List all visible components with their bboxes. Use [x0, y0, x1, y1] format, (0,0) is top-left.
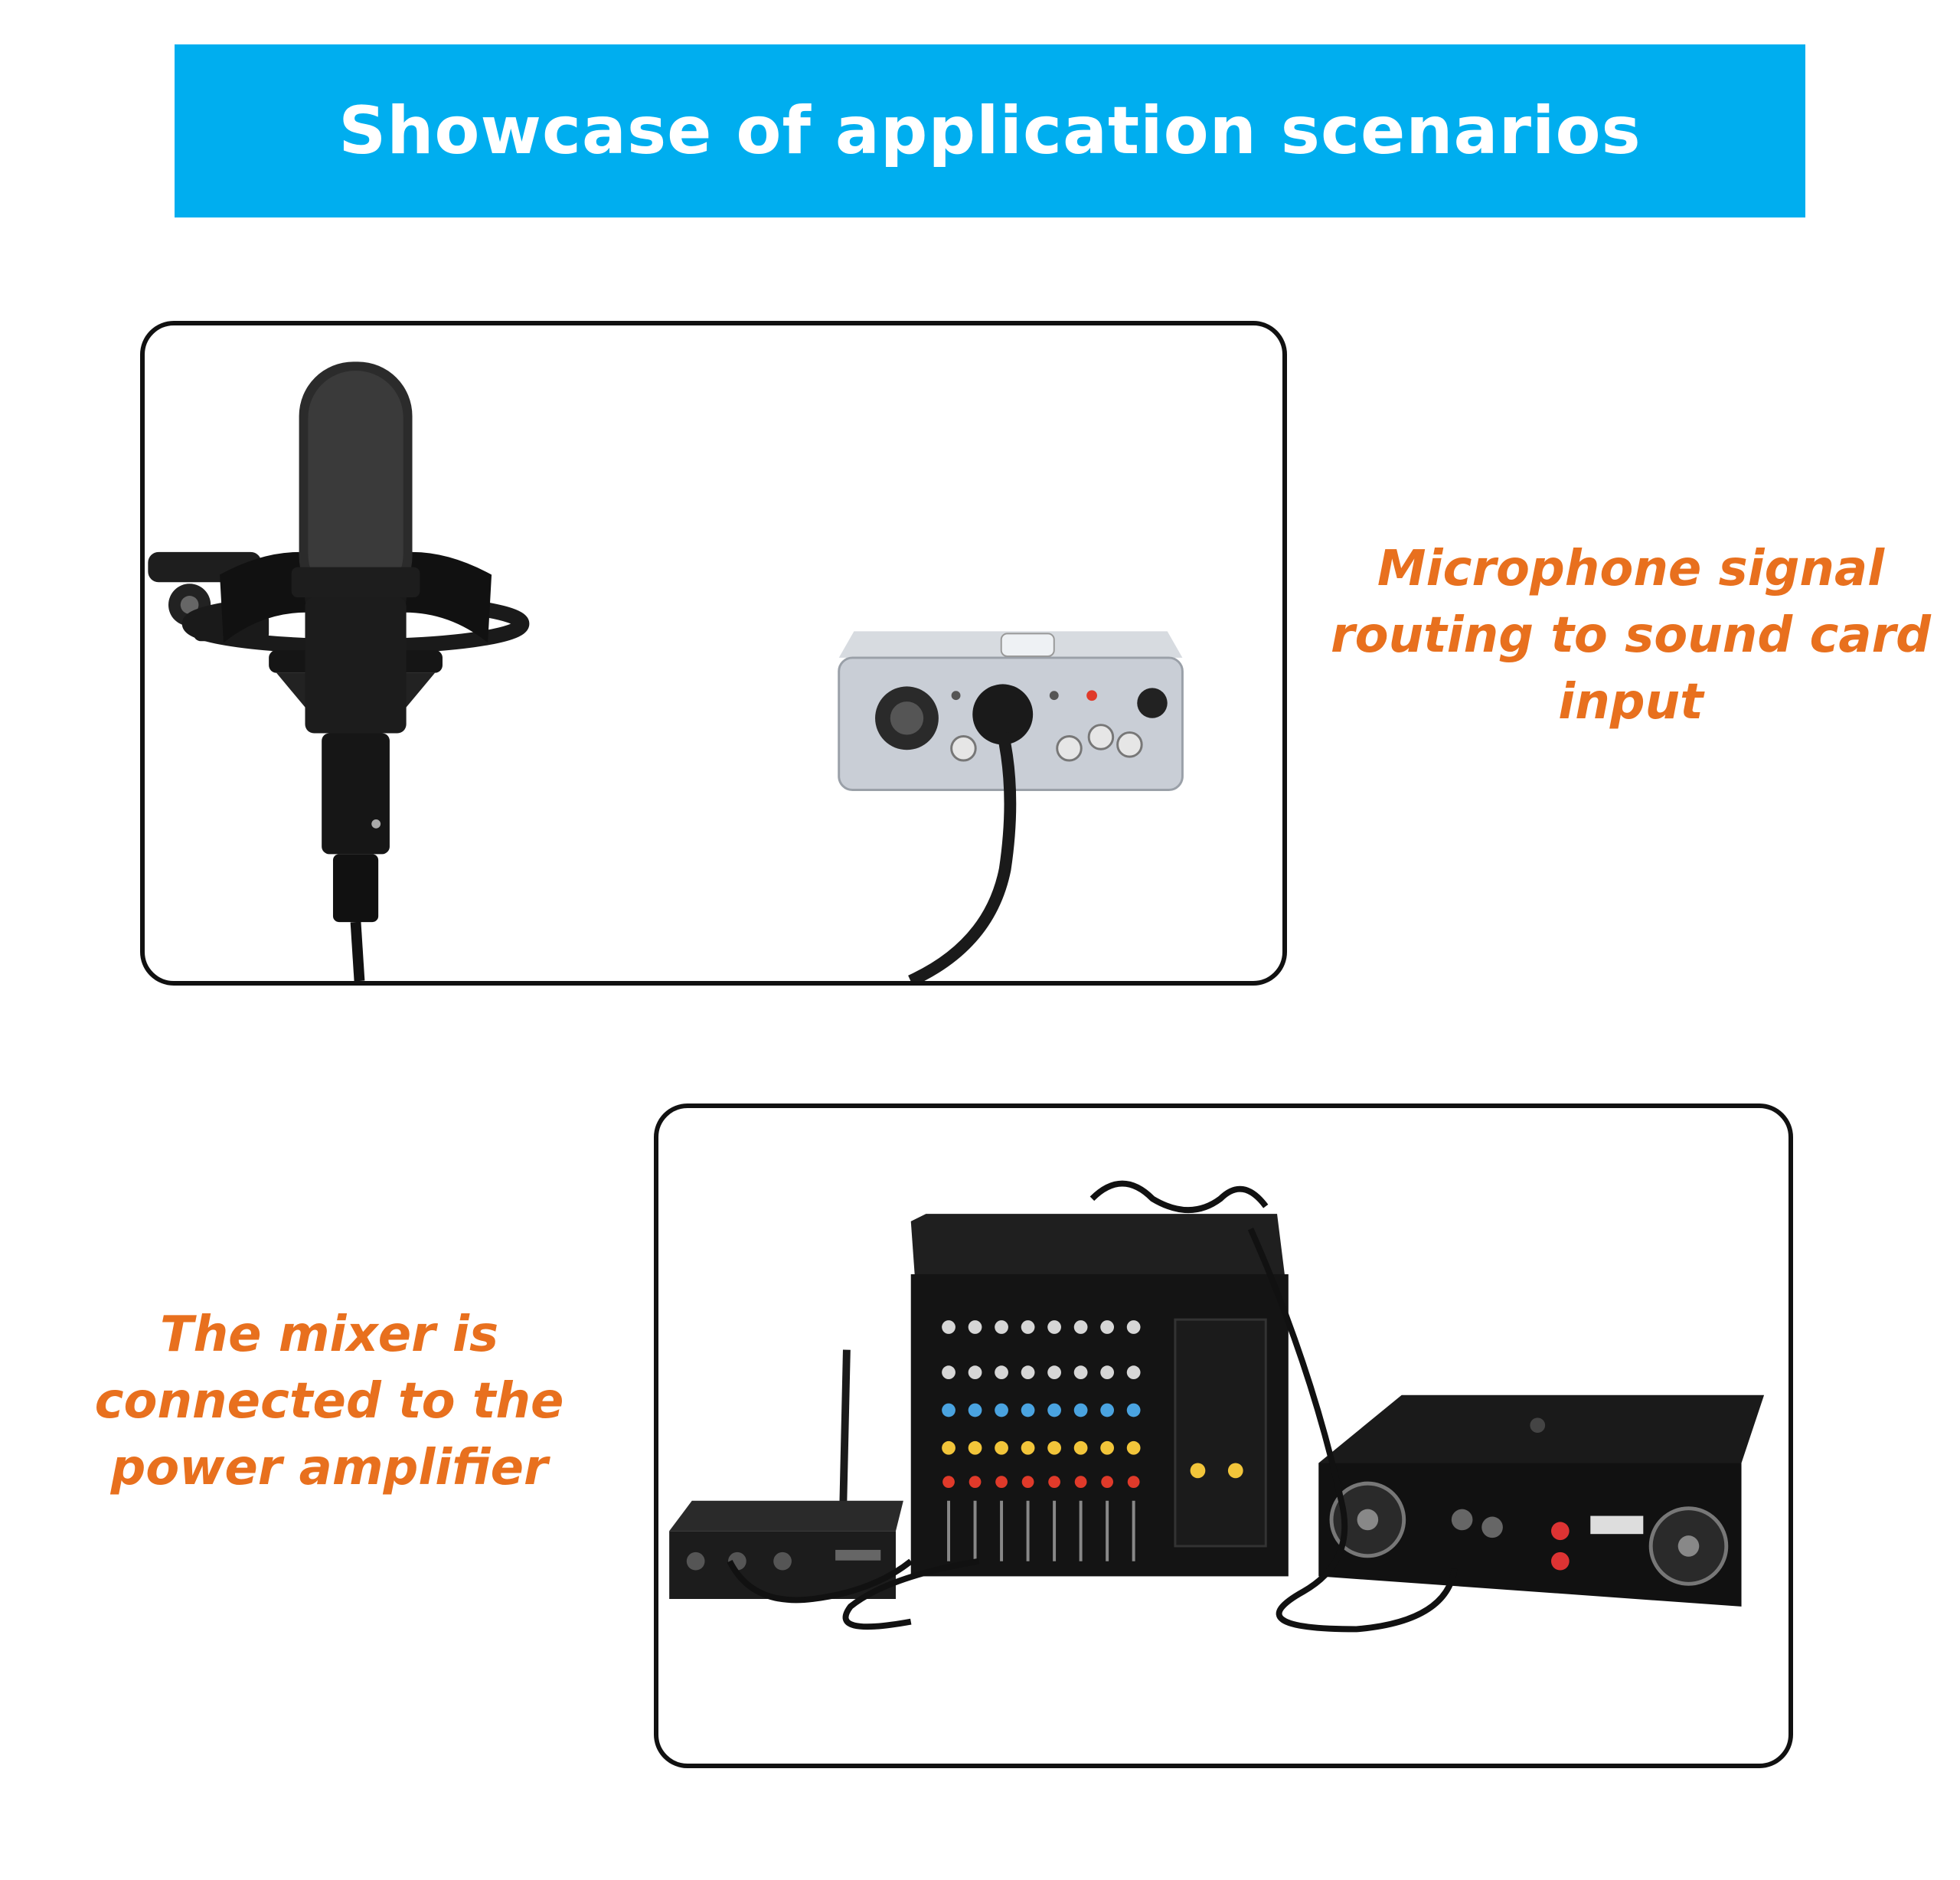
- title-banner: Showcase of application scenarios: [175, 44, 1805, 217]
- caption-line: The mixer is: [159, 1306, 499, 1363]
- audio-mixer-icon: [910, 1214, 1289, 1577]
- power-amplifier-icon: [1318, 1394, 1765, 1607]
- sound-card-icon: [838, 631, 1184, 791]
- xlr-cable-icon: [908, 731, 1017, 981]
- page-title: Showcase of application scenarios: [338, 93, 1642, 169]
- audio-cables-icon: [727, 1180, 1458, 1633]
- scenario-panel-microphone: [140, 321, 1287, 986]
- microphone-scene-illustration: [148, 361, 1184, 981]
- mixer-scene-illustration: [669, 1180, 1765, 1633]
- scenario-caption-microphone: Microphone signal routing to sound card …: [1328, 536, 1933, 736]
- scenario-panel-mixer: [654, 1103, 1793, 1768]
- caption-line: connected to the: [94, 1373, 564, 1430]
- caption-line: Microphone signal: [1377, 541, 1885, 597]
- caption-line: power amplifier: [110, 1440, 548, 1496]
- wireless-receiver-icon: [669, 1349, 903, 1600]
- caption-line: routing to sound card: [1331, 607, 1931, 664]
- caption-line: input: [1558, 674, 1704, 731]
- condenser-microphone-icon: [291, 361, 420, 981]
- scenario-caption-mixer: The mixer is connected to the power ampl…: [77, 1302, 582, 1502]
